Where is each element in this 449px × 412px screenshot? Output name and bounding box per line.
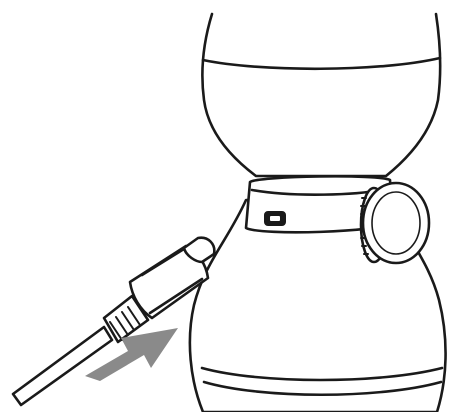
usb-c-cable-wire: [13, 327, 112, 405]
knurled-knob: [361, 183, 429, 263]
device-upper-body: [202, 14, 440, 176]
usb-c-port-icon: [265, 212, 285, 225]
